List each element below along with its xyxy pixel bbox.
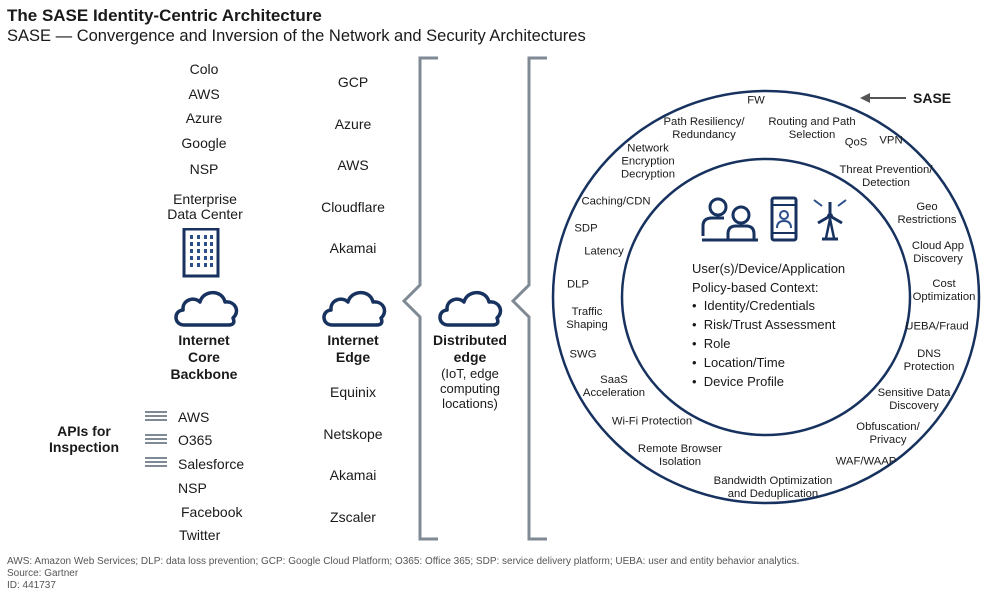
inner-bullet: • Device Profile bbox=[692, 374, 784, 389]
apis-for-inspection-label: APIs for Inspection bbox=[48, 423, 120, 455]
users-icon bbox=[701, 197, 758, 242]
cloud-icon bbox=[438, 290, 503, 327]
edge-provider-akamai-2: Akamai bbox=[329, 467, 377, 483]
ring-item-cloud-app-discovery: Cloud App Discovery bbox=[911, 240, 965, 265]
ring-item-saas-acceleration: SaaS Acceleration bbox=[582, 374, 646, 399]
distributed-edge-label: Distributed edge bbox=[433, 332, 507, 365]
distributed-edge-note: (IoT, edge computing locations) bbox=[440, 366, 500, 411]
ring-item-vpn: VPN bbox=[879, 134, 903, 147]
inner-bullet: • Location/Time bbox=[692, 355, 785, 370]
edge-provider-netskope: Netskope bbox=[323, 426, 383, 442]
wind-turbine-icon bbox=[813, 199, 847, 241]
ring-item-wifi-protection: Wi-Fi Protection bbox=[611, 415, 693, 428]
list-lines-icon bbox=[145, 455, 167, 469]
ring-item-sensitive-data: Sensitive Data Discovery bbox=[877, 387, 951, 412]
sase-circles bbox=[551, 89, 981, 505]
api-item-facebook: Facebook bbox=[181, 504, 243, 520]
footnote-id: ID: 441737 bbox=[7, 580, 56, 591]
ring-item-dns-protection: DNS Protection bbox=[903, 348, 955, 373]
sase-pointer-label: SASE bbox=[913, 90, 952, 106]
ring-item-geo-restrictions: Geo Restrictions bbox=[897, 201, 957, 226]
api-item-twitter: Twitter bbox=[179, 527, 221, 543]
ring-item-network-encryption: Network Encryption Decryption bbox=[621, 142, 675, 181]
left-provider-colo: Colo bbox=[189, 61, 219, 77]
edge-provider-zscaler: Zscaler bbox=[330, 509, 376, 525]
inner-bullet: • Role bbox=[692, 336, 731, 351]
internet-core-backbone-label: Internet Core Backbone bbox=[170, 332, 238, 382]
list-lines-icon bbox=[145, 409, 167, 423]
ring-item-cost-optimization: Cost Optimization bbox=[912, 278, 976, 303]
ring-item-waf-waap: WAF/WAAP bbox=[835, 455, 897, 468]
left-provider-aws: AWS bbox=[188, 86, 220, 102]
list-lines-icon bbox=[145, 432, 167, 446]
ring-item-dlp: DLP bbox=[567, 278, 589, 291]
api-item-o365: O365 bbox=[178, 432, 213, 448]
cloud-icon bbox=[174, 290, 239, 327]
footnote-source: Source: Gartner bbox=[7, 568, 79, 579]
ring-item-ueba-fraud: UEBA/Fraud bbox=[905, 320, 969, 333]
edge-provider-akamai: Akamai bbox=[329, 240, 377, 256]
inner-subheading: Policy-based Context: bbox=[692, 280, 819, 295]
inner-heading: User(s)/Device/Application bbox=[692, 261, 846, 276]
ring-item-remote-browser-isolation: Remote Browser Isolation bbox=[637, 443, 723, 468]
mobile-device-icon bbox=[770, 196, 798, 242]
left-provider-nsp: NSP bbox=[189, 161, 219, 177]
ring-item-traffic-shaping: Traffic Shaping bbox=[566, 306, 608, 331]
ring-item-routing: Routing and Path Selection bbox=[768, 116, 856, 141]
left-provider-google: Google bbox=[181, 135, 227, 151]
page-subtitle: SASE — Convergence and Inversion of the … bbox=[7, 27, 586, 45]
ring-item-sdp: SDP bbox=[574, 222, 598, 235]
inner-bullet: • Identity/Credentials bbox=[692, 298, 816, 313]
ring-item-path-resiliency: Path Resiliency/ Redundancy bbox=[663, 116, 745, 141]
left-brace-icon bbox=[401, 56, 438, 541]
left-provider-azure: Azure bbox=[185, 110, 223, 126]
ring-item-threat-prevention: Threat Prevention/ Detection bbox=[839, 164, 933, 189]
edge-provider-cloudflare: Cloudflare bbox=[321, 199, 385, 215]
edge-provider-equinix: Equinix bbox=[330, 384, 376, 400]
right-brace-icon bbox=[510, 56, 547, 541]
ring-item-swg: SWG bbox=[569, 348, 597, 361]
ring-item-caching-cdn: Caching/CDN bbox=[581, 195, 651, 208]
edge-provider-aws: AWS bbox=[337, 157, 369, 173]
edge-provider-gcp: GCP bbox=[337, 74, 369, 90]
building-icon bbox=[182, 228, 220, 278]
api-item-salesforce: Salesforce bbox=[178, 456, 245, 472]
api-item-nsp: NSP bbox=[178, 480, 207, 496]
ring-item-latency: Latency bbox=[584, 245, 624, 258]
ring-item-bandwidth-optimization: Bandwidth Optimization and Deduplication bbox=[713, 475, 833, 500]
page-title: The SASE Identity-Centric Architecture bbox=[7, 6, 322, 25]
ring-item-fw: FW bbox=[747, 94, 765, 107]
enterprise-label: Enterprise Data Center bbox=[167, 191, 243, 222]
footnote-abbreviations: AWS: Amazon Web Services; DLP: data loss… bbox=[7, 556, 800, 567]
ring-item-qos: QoS bbox=[844, 136, 868, 149]
edge-provider-azure: Azure bbox=[334, 116, 372, 132]
cloud-icon bbox=[322, 290, 387, 327]
ring-item-obfuscation: Obfuscation/ Privacy bbox=[856, 421, 920, 446]
internet-edge-label: Internet Edge bbox=[327, 332, 379, 365]
inner-bullet: • Risk/Trust Assessment bbox=[692, 317, 836, 332]
arrow-left-icon bbox=[860, 93, 906, 103]
api-item-aws: AWS bbox=[178, 409, 210, 425]
